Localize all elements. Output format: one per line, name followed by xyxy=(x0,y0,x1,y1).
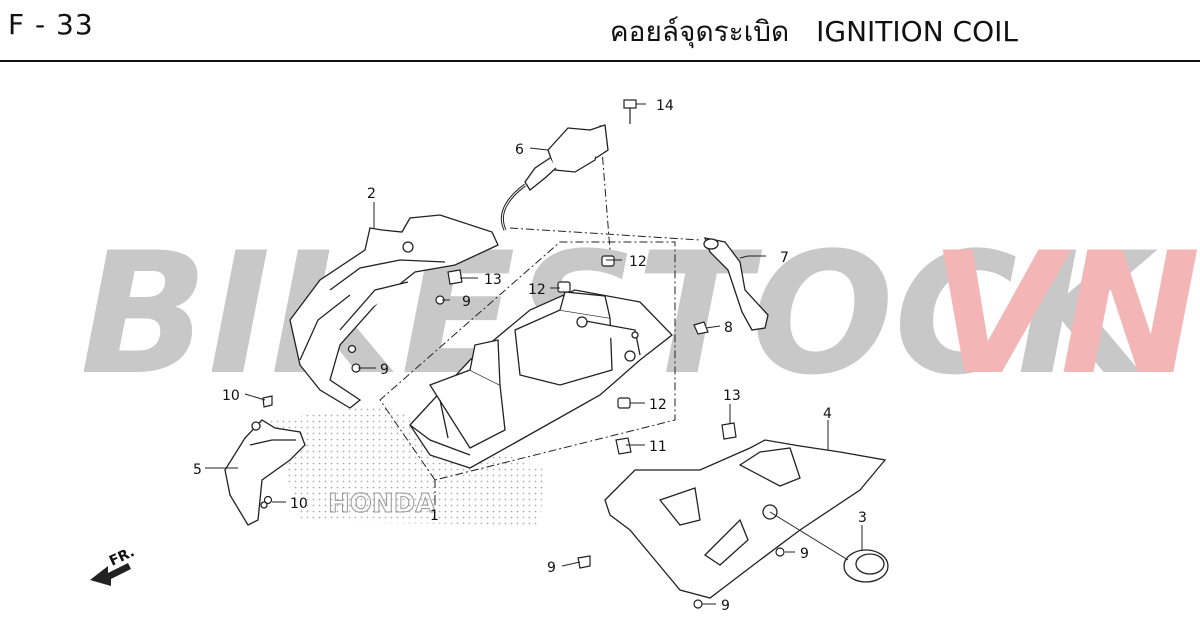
watermark: BIKESTOCK VN xyxy=(80,216,1200,412)
callout-13b: 13 xyxy=(723,388,741,404)
callout-9d: 9 xyxy=(800,546,809,562)
honda-emblem: HONDA xyxy=(270,405,545,525)
callout-8: 8 xyxy=(724,320,733,336)
callout-6: 6 xyxy=(515,142,524,158)
emblem-text: HONDA xyxy=(328,489,435,519)
part-7-plug-cap xyxy=(703,237,769,331)
page-header: F - 33 คอยล์จุดระเบิด IGNITION COIL xyxy=(0,0,1200,62)
callout-2: 2 xyxy=(367,186,376,202)
callout-1: 1 xyxy=(430,508,439,524)
leader-lines xyxy=(205,103,863,605)
callout-3: 3 xyxy=(858,510,867,526)
page-title: คอยล์จุดระเบิด IGNITION COIL xyxy=(610,10,1018,54)
callout-10b: 10 xyxy=(290,496,308,512)
part-2-upper-cover xyxy=(289,214,499,409)
part-4-under-cover xyxy=(604,439,887,599)
title-english: IGNITION COIL xyxy=(816,15,1018,48)
callout-7: 7 xyxy=(780,250,789,266)
part-3-grommet xyxy=(843,549,889,583)
title-thai: คอยล์จุดระเบิด xyxy=(609,15,790,48)
callout-14: 14 xyxy=(656,98,674,114)
part-1-tray xyxy=(409,289,673,469)
part-5-bracket xyxy=(224,419,306,526)
callout-9e: 9 xyxy=(721,598,730,614)
callout-12c: 12 xyxy=(649,397,667,413)
callout-12a: 12 xyxy=(629,254,647,270)
callout-12b: 12 xyxy=(528,282,546,298)
callout-5: 5 xyxy=(193,462,202,478)
figure-code: F - 33 xyxy=(8,8,94,41)
watermark-accent: VN xyxy=(930,216,1200,412)
callout-11: 11 xyxy=(649,439,667,455)
callout-labels: 2 6 14 7 12 12 8 12 11 13 9 9 10 5 10 1 … xyxy=(193,98,867,614)
front-direction-indicator: FR. xyxy=(90,544,137,586)
front-direction-label: FR. xyxy=(107,544,137,569)
header-divider xyxy=(0,60,1200,62)
callout-9b: 9 xyxy=(380,362,389,378)
fasteners xyxy=(262,99,785,609)
callout-9c: 9 xyxy=(547,560,556,576)
callout-9a: 9 xyxy=(462,294,471,310)
callout-13a: 13 xyxy=(484,272,502,288)
callout-4: 4 xyxy=(823,406,832,422)
callout-10a: 10 xyxy=(222,388,240,404)
part-6-ignition-coil xyxy=(500,124,609,231)
